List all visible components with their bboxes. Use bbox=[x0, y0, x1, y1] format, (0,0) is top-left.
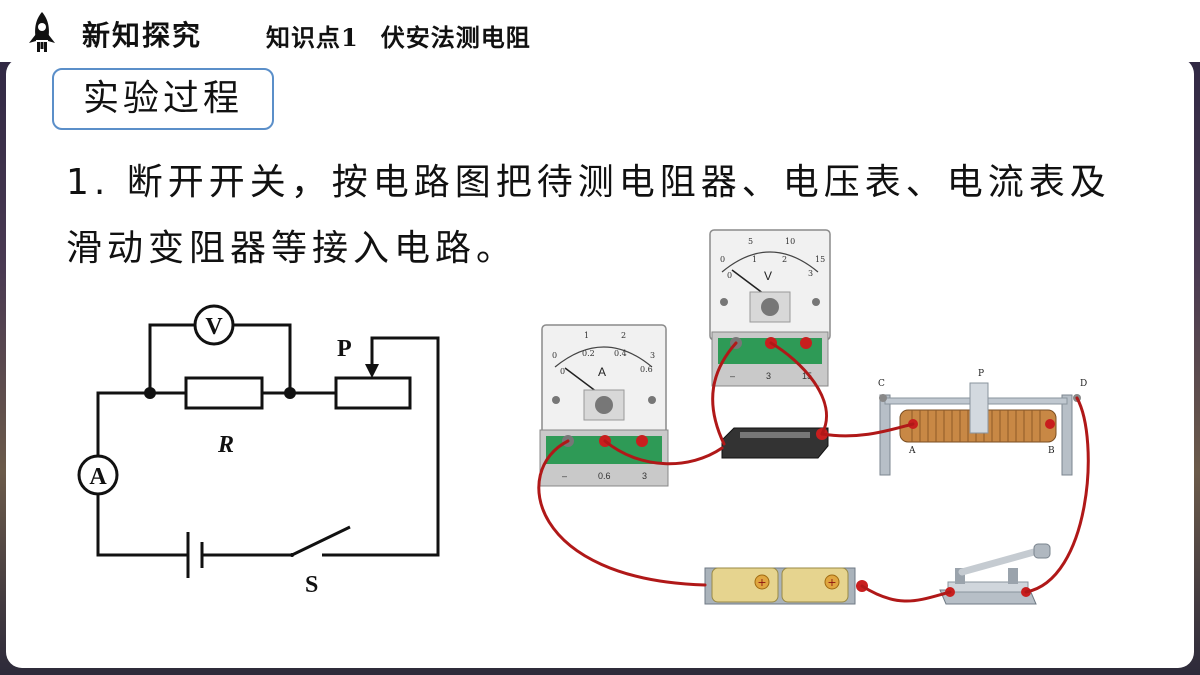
svg-text:A: A bbox=[598, 365, 606, 379]
svg-text:3: 3 bbox=[642, 471, 647, 481]
svg-text:15: 15 bbox=[815, 255, 825, 264]
ammeter-device: 0 1 2 3 0 0.2 0.4 0.6 A – 0.6 3 bbox=[539, 324, 669, 487]
resistor-label: R bbox=[217, 432, 234, 458]
svg-text:P: P bbox=[978, 369, 984, 379]
svg-text:3: 3 bbox=[766, 371, 771, 381]
junction-dot bbox=[144, 387, 156, 399]
voltmeter-device: 0 5 10 15 0 1 2 3 V – 3 15 bbox=[709, 229, 831, 387]
svg-text:10: 10 bbox=[785, 237, 795, 246]
rocket-icon bbox=[29, 12, 55, 52]
svg-text:1: 1 bbox=[752, 255, 757, 264]
svg-text:0.4: 0.4 bbox=[614, 349, 627, 358]
svg-text:15: 15 bbox=[802, 371, 812, 381]
voltmeter-symbol bbox=[193, 304, 235, 346]
svg-text:–: – bbox=[730, 371, 735, 381]
svg-text:2: 2 bbox=[621, 331, 626, 340]
circuit-schematic bbox=[96, 323, 440, 557]
svg-text:3: 3 bbox=[650, 351, 655, 360]
svg-text:0.6: 0.6 bbox=[598, 471, 611, 481]
battery-device: + + bbox=[704, 567, 868, 605]
page-title: 新知探究 bbox=[82, 19, 203, 52]
svg-text:+: + bbox=[827, 576, 836, 589]
ammeter-symbol-label: A bbox=[89, 464, 107, 490]
svg-text:0.2: 0.2 bbox=[582, 349, 595, 358]
svg-text:0: 0 bbox=[727, 271, 732, 280]
switch-device bbox=[939, 543, 1051, 605]
svg-text:C: C bbox=[878, 379, 885, 389]
svg-text:0: 0 bbox=[552, 351, 557, 360]
ammeter-symbol bbox=[77, 454, 119, 496]
section-label: 实验过程 bbox=[52, 68, 274, 130]
svg-text:A: A bbox=[908, 446, 916, 456]
svg-text:5: 5 bbox=[748, 237, 753, 246]
voltmeter-symbol-label: V bbox=[205, 314, 223, 340]
svg-text:V: V bbox=[764, 269, 772, 283]
svg-text:2: 2 bbox=[782, 255, 787, 264]
slider-label: P bbox=[337, 336, 352, 362]
svg-text:0: 0 bbox=[720, 255, 725, 264]
rheostat-symbol bbox=[334, 376, 412, 410]
connecting-wires bbox=[537, 341, 1090, 603]
topic-label: 伏安法测电阻 bbox=[380, 23, 531, 52]
svg-text:B: B bbox=[1048, 446, 1055, 456]
svg-text:0.6: 0.6 bbox=[640, 365, 653, 374]
svg-text:D: D bbox=[1080, 379, 1087, 389]
battery-symbol bbox=[186, 532, 204, 578]
svg-text:1: 1 bbox=[584, 331, 589, 340]
header-bar: 新知探究 知识点1 伏安法测电阻 bbox=[0, 0, 1200, 62]
junction-dot bbox=[284, 387, 296, 399]
svg-text:+: + bbox=[757, 576, 766, 589]
knowledge-point-label: 知识点1 bbox=[266, 23, 359, 52]
resistor-device bbox=[721, 427, 829, 459]
svg-text:0: 0 bbox=[560, 367, 565, 376]
switch-label: S bbox=[305, 572, 318, 598]
step-1-text: 1. 断开开关，按电路图把待测电阻器、电压表、电流表及滑动变阻器等接入电路。 bbox=[66, 162, 1111, 269]
rheostat-device: C P D A B bbox=[878, 369, 1087, 476]
switch-symbol bbox=[291, 525, 351, 557]
page-subtitle: 知识点1 伏安法测电阻 bbox=[266, 18, 553, 53]
svg-text:3: 3 bbox=[808, 269, 813, 278]
svg-text:–: – bbox=[562, 471, 567, 481]
resistor-symbol bbox=[184, 376, 264, 410]
